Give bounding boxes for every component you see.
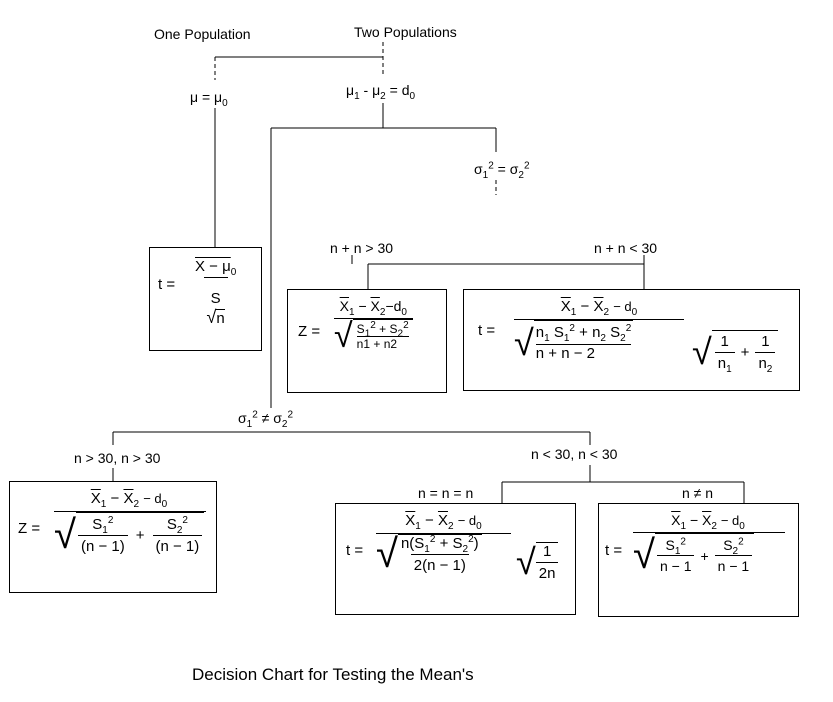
label-n-both-gt-30: n > 30, n > 30 xyxy=(74,450,161,466)
label-n-sum-gt-30: n + n > 30 xyxy=(330,240,394,256)
label-two-populations: Two Populations xyxy=(354,24,457,40)
label-sigma-equal: σ12 = σ22 xyxy=(474,160,530,181)
formula-lhs: t = xyxy=(158,276,176,293)
label-n-equal: n = n = n xyxy=(418,485,474,501)
formula-box-z-large-unequal: Z = X1 − X2 − d0 √ S12(n − 1) + S22(n − … xyxy=(9,481,217,593)
label-n-sum-lt-30: n + n < 30 xyxy=(594,240,658,256)
label-n-not-equal: n ≠ n xyxy=(682,485,714,501)
formula-box-t-equal-n: t = X1 − X2 − d0 √ n(S12 + S22) 2(n − 1)… xyxy=(335,503,576,615)
label-mu-diff: μ1 - μ2 = d0 xyxy=(346,82,416,102)
formula-box-z-large-equal: Z = X1 − X2−d0 √ S12 + S22 n1 + n2 xyxy=(287,289,447,393)
formula-box-t-pooled: t = X1 − X2 − d0 √ n1 S12 + n2 S22 n + n… xyxy=(463,289,800,391)
label-n-both-lt-30: n < 30, n < 30 xyxy=(531,446,618,462)
chart-title: Decision Chart for Testing the Mean's xyxy=(192,665,474,684)
label-sigma-not-equal: σ12 ≠ σ22 xyxy=(238,409,293,430)
label-mu-eq-mu0: μ = μ0 xyxy=(190,89,228,109)
formula-box-t-one-sample: t = X − μ0 S √n xyxy=(149,247,262,351)
label-one-population: One Population xyxy=(154,26,251,42)
formula-fraction: X − μ0 S √n xyxy=(195,258,237,327)
